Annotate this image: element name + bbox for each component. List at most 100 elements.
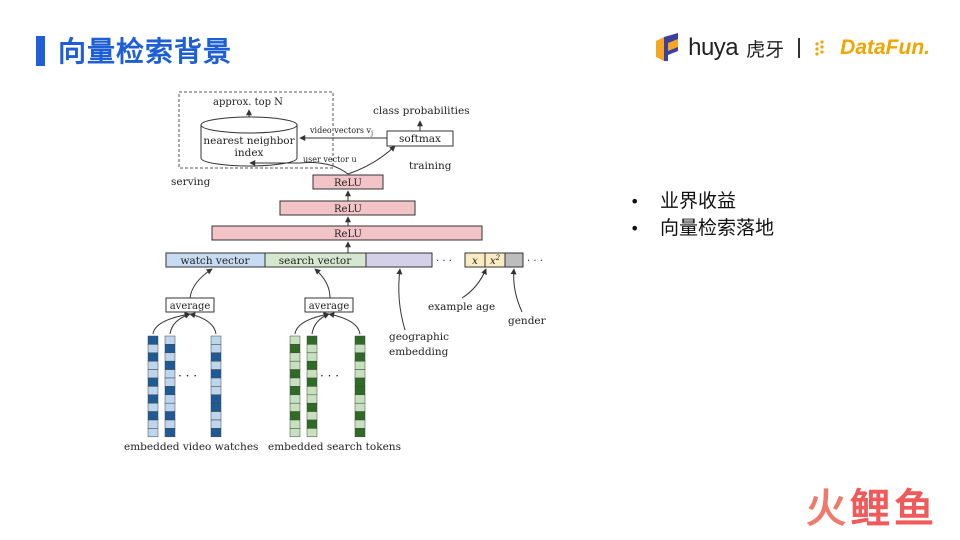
embedding-cell <box>354 402 366 412</box>
geographic-label-1: geographic <box>389 331 449 343</box>
embedded-search-label: embedded search tokens <box>268 441 401 453</box>
ellipsis-search: · · · <box>320 369 339 383</box>
embedding-cell <box>354 411 366 421</box>
embedding-cell <box>147 386 159 396</box>
embedding-cell <box>354 386 366 396</box>
example-age-label: example age <box>428 301 495 313</box>
datafun-logo-text: DataFun. <box>840 36 930 59</box>
bullet-item: •向量检索落地 <box>630 215 774 242</box>
embedding-cell <box>210 394 222 404</box>
embedding-cell <box>354 360 366 370</box>
bullet-text: 向量检索落地 <box>660 217 775 239</box>
logo-separator <box>798 38 801 58</box>
embedding-cell <box>354 344 366 354</box>
embedding-cell <box>147 394 159 404</box>
nearest-neighbor-index: nearest neighbor index <box>200 116 298 167</box>
embedding-cell <box>354 352 366 362</box>
embedding-cell <box>289 402 301 412</box>
embedding-cell <box>306 402 318 412</box>
embedding-cell <box>164 344 176 354</box>
embedding-cell <box>306 411 318 421</box>
embedding-cell <box>147 369 159 379</box>
embedding-cell <box>289 360 301 370</box>
embedding-cell <box>306 344 318 354</box>
embedding-cell <box>164 428 176 438</box>
nn-index-label-1: nearest neighbor <box>203 135 295 147</box>
geographic-embedding-box <box>365 252 433 268</box>
embedding-cell <box>354 428 366 438</box>
embedding-cell <box>354 377 366 387</box>
embedding-cell <box>164 386 176 396</box>
watermark-part-2: 鲤鱼 <box>850 486 938 532</box>
average-box-search <box>304 297 354 313</box>
embedding-cell <box>210 428 222 438</box>
embedding-cell <box>210 360 222 370</box>
watermark-logo: 火鲤鱼 <box>806 476 938 534</box>
embedding-cell <box>147 335 159 345</box>
x2-label: x2 <box>490 254 501 267</box>
nn-index-label-2: index <box>235 147 264 159</box>
embedding-cell <box>289 419 301 429</box>
embedding-cell <box>147 402 159 412</box>
embedding-cell <box>306 335 318 345</box>
embedding-cell <box>164 411 176 421</box>
huya-logo-text: huya <box>688 34 739 61</box>
embedding-cell <box>164 394 176 404</box>
average-label-search: average <box>309 301 350 312</box>
embedding-cell <box>164 377 176 387</box>
embedding-cell <box>306 428 318 438</box>
embedding-cell <box>354 419 366 429</box>
search-vector-label: search vector <box>279 255 352 267</box>
embedding-cell <box>210 352 222 362</box>
embedding-cell <box>147 360 159 370</box>
embedding-cell <box>289 352 301 362</box>
datafun-dots-icon <box>815 40 824 56</box>
bullet-item: •业界收益 <box>630 188 774 215</box>
geographic-label-2: embedding <box>389 346 449 358</box>
huya-logo-icon <box>656 33 679 61</box>
embedding-cell <box>147 377 159 387</box>
embedding-cell <box>210 402 222 412</box>
bullet-list: •业界收益 •向量检索落地 <box>630 188 774 242</box>
embedding-cell <box>289 335 301 345</box>
embedding-cell <box>306 369 318 379</box>
x-label: x <box>472 256 478 267</box>
serving-label: serving <box>171 176 211 188</box>
embedding-cell <box>289 394 301 404</box>
relu-label-bottom: ReLU <box>334 229 362 240</box>
average-label-video: average <box>170 301 211 312</box>
embedding-columns <box>147 335 366 438</box>
video-vectors-label: video vectors vj <box>309 126 373 137</box>
gender-box <box>504 252 524 268</box>
embedding-cell <box>147 419 159 429</box>
approx-top-label: approx. top N <box>213 97 283 108</box>
huya-logo-cn: 虎牙 <box>746 38 785 61</box>
ellipsis-right: · · · <box>527 256 543 267</box>
embedding-cell <box>164 360 176 370</box>
embedding-cell <box>164 352 176 362</box>
watermark-part-1: 火 <box>806 486 850 532</box>
title-accent-bar <box>36 36 45 66</box>
embedding-cell <box>289 344 301 354</box>
embedding-cell <box>354 335 366 345</box>
embedding-cell <box>147 352 159 362</box>
embedding-cell <box>306 419 318 429</box>
embedding-cell <box>147 428 159 438</box>
embedding-cell <box>210 369 222 379</box>
embedding-cell <box>306 394 318 404</box>
relu-label-middle: ReLU <box>334 204 362 215</box>
embedding-cell <box>164 419 176 429</box>
embedding-cell <box>306 377 318 387</box>
embedding-cell <box>289 369 301 379</box>
training-label: training <box>409 160 452 172</box>
ellipsis-video: · · · <box>178 369 197 383</box>
logo-area: huya 虎牙 DataFun. <box>654 28 930 68</box>
embedding-cell <box>210 377 222 387</box>
embedding-cell <box>164 335 176 345</box>
embedding-cell <box>289 377 301 387</box>
gender-label: gender <box>508 315 547 327</box>
embedding-cell <box>306 386 318 396</box>
embedding-cell <box>354 394 366 404</box>
ellipsis-mid: · · · <box>436 256 452 267</box>
